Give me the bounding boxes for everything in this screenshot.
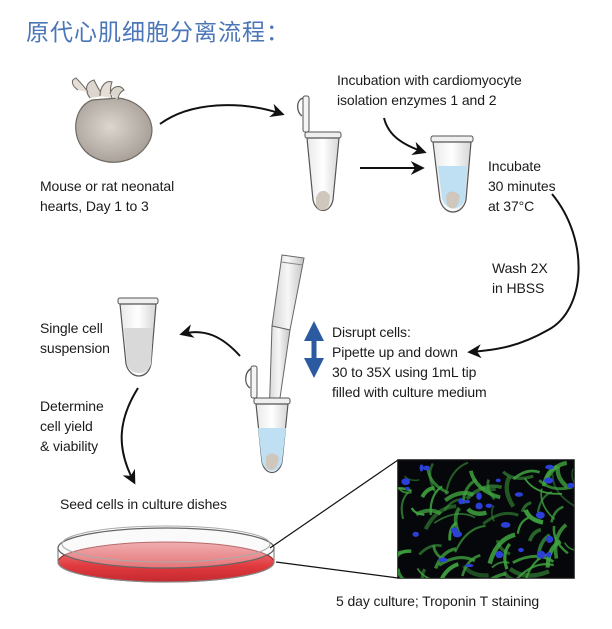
fiber-stain	[399, 488, 412, 494]
fiber-stain	[503, 542, 512, 570]
tube-with-tissue	[296, 95, 342, 212]
nucleus-stain	[536, 550, 546, 559]
nucleus-stain	[545, 464, 554, 470]
nucleus-stain	[404, 486, 410, 491]
arrow-to-single-cell	[179, 324, 241, 357]
nucleus-stain	[476, 492, 482, 500]
nucleus-stain	[438, 557, 448, 563]
heart-icon	[71, 77, 153, 163]
culture-dish	[57, 525, 275, 583]
nucleus-stain	[423, 465, 431, 471]
fiber-stain	[415, 508, 442, 517]
fiber-stain	[428, 462, 437, 493]
tube-single-cell-suspension	[117, 297, 159, 377]
fiber-stain	[468, 470, 501, 500]
fiber-stain	[487, 532, 516, 565]
fiber-stain	[398, 549, 412, 556]
fiber-stain	[433, 513, 476, 524]
disrupt-label: Disrupt cells: Pipette up and down 30 to…	[332, 324, 487, 400]
nucleus-stain	[546, 535, 554, 544]
fiber-stain	[429, 485, 443, 516]
incubation-enzymes-label: Incubation with cardiomyocyte isolation …	[337, 72, 522, 108]
fiber-stain	[523, 477, 563, 495]
nucleus-stain	[464, 564, 474, 568]
fiber-stain	[466, 507, 487, 516]
nucleus-stain	[419, 464, 424, 472]
fiber-stain	[553, 523, 568, 559]
nucleus-stain	[485, 503, 493, 508]
fiber-stain	[571, 468, 574, 485]
nucleus-stain	[412, 531, 419, 537]
fiber-stain	[490, 572, 507, 578]
fiber-stain	[564, 542, 574, 551]
nucleus-stain	[495, 550, 504, 559]
seed-label: Seed cells in culture dishes	[60, 496, 227, 512]
nucleus-stain	[475, 502, 483, 510]
zoom-line-top	[269, 459, 399, 549]
arrow-enzymes-to-tube	[383, 117, 427, 156]
nucleus-stain	[544, 477, 554, 484]
fiber-stain	[461, 554, 481, 577]
fiber-stain	[398, 487, 413, 492]
fiber-stain	[400, 491, 410, 520]
fiber-stain	[440, 562, 460, 578]
nucleus-stain	[535, 511, 545, 519]
wash-label: Wash 2X in HBSS	[492, 260, 548, 296]
determine-label: Determine cell yield & viability	[40, 398, 104, 454]
page-title: 原代心肌细胞分离流程：	[26, 20, 290, 46]
arrow-hearts-to-tube	[159, 103, 285, 125]
tube-with-cells	[245, 365, 291, 474]
fiber-stain	[416, 567, 430, 578]
fiber-stain	[512, 469, 541, 481]
fiber-stain	[454, 524, 486, 553]
nucleus-stain	[495, 478, 501, 483]
fiber-stain	[550, 505, 564, 523]
arrow-wash-to-disrupt	[467, 193, 580, 359]
fiber-stain	[527, 528, 542, 542]
fiber-stain	[481, 485, 497, 492]
nucleus-stain	[452, 531, 462, 538]
fiber-stain	[520, 501, 532, 513]
nucleus-stain	[463, 499, 471, 504]
troponin-staining-image	[397, 459, 575, 579]
arrow-to-seed	[120, 387, 139, 485]
fiber-stain	[551, 473, 574, 507]
zoom-line-bottom	[275, 561, 399, 579]
nucleus-stain	[500, 521, 511, 528]
incubate-label: Incubate 30 minutes at 37°C	[488, 158, 556, 214]
single-cell-label: Single cell suspension	[40, 320, 110, 356]
fiber-stain	[490, 505, 495, 522]
fiber-stain	[523, 508, 544, 525]
culture-label: 5 day culture; Troponin T staining	[336, 593, 540, 609]
fiber-stain	[418, 544, 442, 556]
fiber-stain	[516, 516, 529, 534]
nucleus-stain	[401, 478, 411, 486]
tube-with-enzymes	[430, 135, 474, 213]
nucleus-stain	[514, 492, 524, 497]
fiber-stain	[504, 476, 516, 508]
nucleus-stain	[458, 498, 464, 505]
fiber-stain	[420, 568, 427, 578]
nucleus-stain	[518, 547, 524, 553]
fiber-stain	[538, 479, 573, 491]
fiber-stain	[444, 461, 469, 495]
nucleus-stain	[546, 551, 552, 558]
fiber-stain	[495, 539, 511, 556]
fiber-stain	[403, 475, 420, 482]
fiber-stain	[398, 568, 405, 578]
nucleus-stain	[566, 482, 574, 489]
hearts-label: Mouse or rat neonatal hearts, Day 1 to 3	[40, 178, 175, 214]
fiber-stain	[482, 511, 519, 526]
fiber-stain	[434, 547, 457, 570]
fiber-stain	[491, 561, 510, 569]
fiber-stain	[512, 554, 555, 564]
